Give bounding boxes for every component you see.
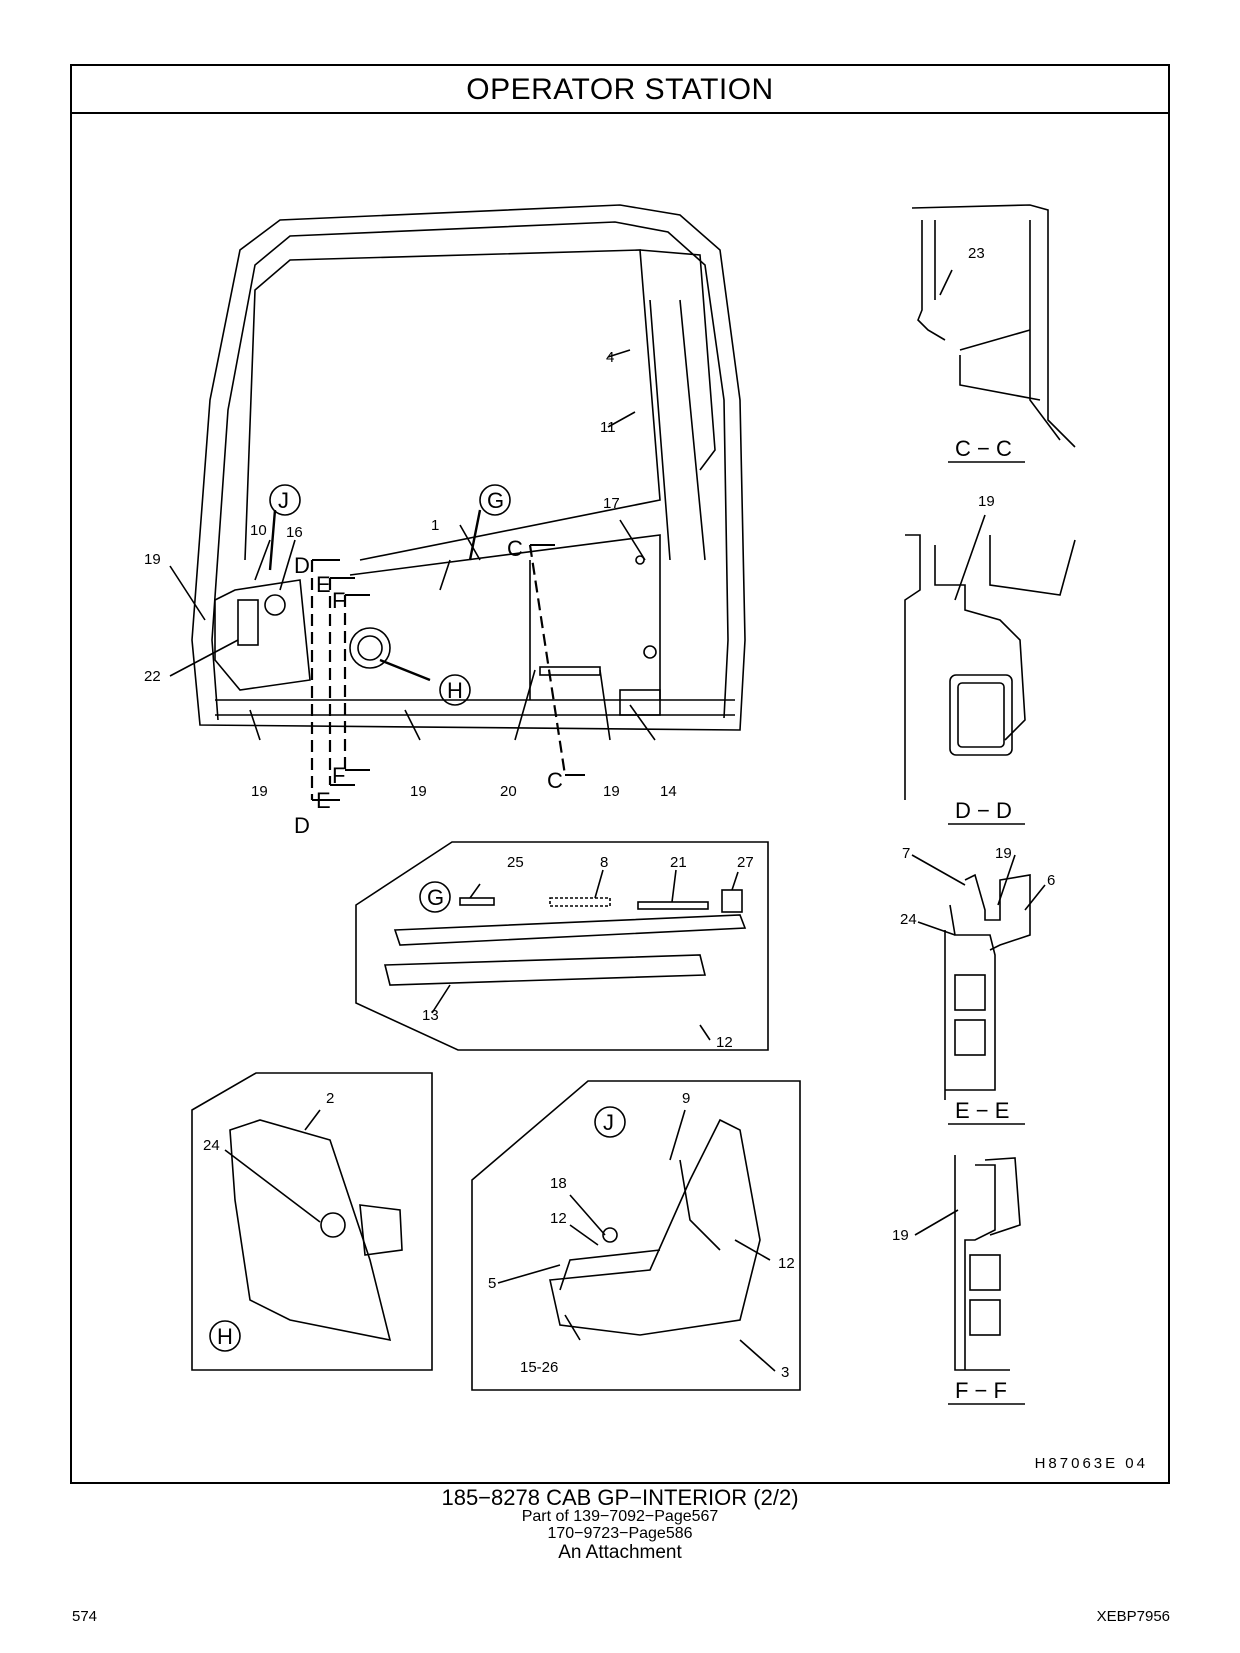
- section-marker-e-top: E: [316, 572, 331, 597]
- section-marker-d-top: D: [294, 553, 310, 578]
- callout-2: 2: [326, 1090, 334, 1107]
- callout-19-ee: 19: [995, 845, 1012, 862]
- callout-19-ff: 19: [892, 1227, 909, 1244]
- detail-g-panel: [355, 841, 769, 1051]
- callout-12-detail-g: 12: [716, 1034, 733, 1051]
- detail-bubble-j-main: [269, 484, 301, 516]
- callout-19-bottom-left: 19: [251, 783, 268, 800]
- detail-label-j-main: J: [278, 488, 289, 513]
- callout-12-detail-j-left: 12: [550, 1210, 567, 1227]
- caption-attachment: An Attachment: [558, 1541, 682, 1563]
- callout-3: 3: [781, 1364, 789, 1381]
- page-number: 574: [72, 1608, 98, 1625]
- section-label-dd: D − D: [955, 798, 1012, 823]
- callout-19-bottom-right: 19: [603, 783, 620, 800]
- callout-4: 4: [606, 349, 614, 366]
- document-id: XEBP7956: [1096, 1608, 1170, 1625]
- main-cab-view: [169, 204, 746, 801]
- section-marker-f-bottom: F: [332, 763, 345, 788]
- callout-23: 23: [968, 245, 985, 262]
- section-label-ee: E − E: [955, 1098, 1009, 1123]
- caption-page-ref: 170−9723−Page586: [547, 1524, 693, 1542]
- section-ff-drawing: [914, 1155, 1021, 1371]
- callout-11: 11: [600, 419, 616, 436]
- callout-13: 13: [422, 1007, 439, 1024]
- section-label-cc: C − C: [955, 436, 1012, 461]
- section-dd-drawing: [904, 514, 1076, 800]
- callout-24-ee: 24: [900, 911, 917, 928]
- callout-21: 21: [670, 854, 687, 871]
- detail-bubble-g-main: [479, 484, 511, 516]
- section-label-ff: F − F: [955, 1378, 1007, 1403]
- callout-27: 27: [737, 854, 754, 871]
- callout-14: 14: [660, 783, 677, 800]
- detail-label-j: J: [603, 1110, 614, 1135]
- callout-1: 1: [431, 517, 439, 534]
- detail-bubble-h-main: [439, 674, 471, 706]
- callout-22: 22: [144, 668, 161, 685]
- section-cc-drawing: [911, 204, 1076, 448]
- callout-25: 25: [507, 854, 524, 871]
- callout-10: 10: [250, 522, 267, 539]
- detail-j-panel: [471, 1080, 801, 1391]
- section-marker-e-bottom: E: [316, 788, 331, 813]
- detail-label-h: H: [217, 1324, 233, 1349]
- callout-19-bottom-mid: 19: [410, 783, 427, 800]
- callout-6: 6: [1047, 872, 1055, 889]
- callout-7: 7: [902, 845, 910, 862]
- callout-5: 5: [488, 1275, 496, 1292]
- caption-part-title: 185−8278 CAB GP−INTERIOR (2/2): [441, 1485, 799, 1510]
- callout-9: 9: [682, 1090, 690, 1107]
- callout-24-detail-h: 24: [203, 1137, 220, 1154]
- section-marker-d-bottom: D: [294, 813, 310, 838]
- callout-12-detail-j-right: 12: [778, 1255, 795, 1272]
- caption-part-of: Part of 139−7092−Page567: [521, 1508, 719, 1526]
- section-marker-f-top: F: [332, 588, 345, 613]
- section-marker-c-top: C: [507, 536, 523, 561]
- detail-label-g: G: [427, 885, 444, 910]
- callout-8: 8: [600, 854, 608, 871]
- callout-17: 17: [603, 495, 620, 512]
- callout-18: 18: [550, 1175, 567, 1192]
- section-ee-drawing: [911, 854, 1046, 1100]
- detail-h-panel: [191, 1072, 433, 1371]
- callout-19-left: 19: [144, 551, 161, 568]
- callout-19-dd: 19: [978, 493, 995, 510]
- drawing-frame: OPERATOR STATION H87063E 04: [70, 64, 1170, 1484]
- callout-16: 16: [286, 524, 303, 541]
- exploded-parts-diagram: 4 11 17 1 10 16 19 22 19 19 20 19 14 D E…: [144, 204, 1076, 1405]
- page-title: OPERATOR STATION: [72, 66, 1168, 114]
- figure-caption: 185−8278 CAB GP−INTERIOR (2/2) Part of 1…: [0, 1486, 1240, 1563]
- detail-label-h-main: H: [447, 678, 463, 703]
- detail-label-g-main: G: [487, 488, 504, 513]
- drawing-id: H87063E 04: [1034, 1455, 1148, 1472]
- callout-15-26: 15-26: [520, 1359, 558, 1376]
- section-marker-c-bottom: C: [547, 768, 563, 793]
- callout-20: 20: [500, 783, 517, 800]
